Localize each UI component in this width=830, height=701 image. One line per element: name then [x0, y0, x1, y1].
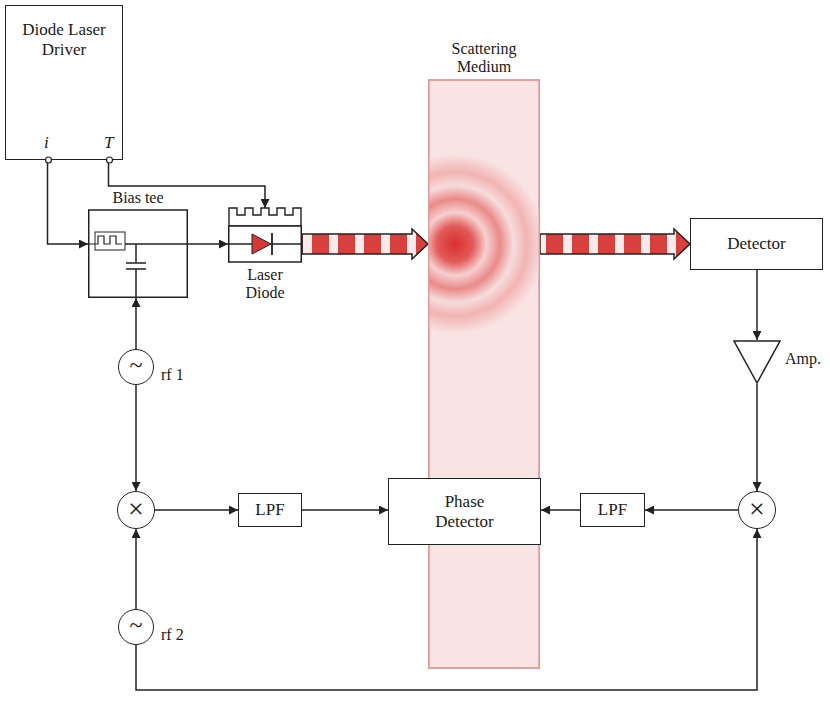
- rf-source: ~rf 1: [118, 349, 154, 385]
- lowpass-filter: LPF: [238, 493, 302, 527]
- shape-outline: [428, 40, 540, 670]
- component-label: Laser Diode: [228, 266, 302, 301]
- bias-tee: Bias tee: [88, 188, 188, 298]
- pin-label: i: [44, 133, 49, 153]
- signal-wire: [135, 529, 137, 609]
- laser-diode: Laser Diode: [228, 204, 302, 316]
- box-title: Diode Laser Driver: [6, 20, 122, 59]
- component-label: Amp.: [785, 350, 821, 368]
- mixer-symbol: ×: [749, 495, 765, 523]
- shape-outline: [733, 340, 781, 384]
- laser-beam-arrow: [540, 229, 690, 259]
- mixer-circle: ×: [738, 491, 776, 529]
- signal-wire: [135, 385, 137, 491]
- signal-wire: [756, 270, 758, 340]
- source-label: rf 2: [161, 626, 184, 644]
- box-label: LPF: [598, 500, 627, 520]
- signal-wire: [188, 243, 228, 245]
- box-heading: Bias tee: [88, 189, 188, 207]
- signal-wire: [155, 509, 238, 511]
- laser-beam-arrow: [302, 229, 428, 259]
- signal-wire: [135, 298, 137, 349]
- driver-box: Diode Laser Driver i T: [5, 5, 123, 160]
- rf-source: ~rf 2: [118, 609, 154, 645]
- sine-symbol: ~: [130, 353, 143, 377]
- mixer-circle: ×: [117, 491, 155, 529]
- pin-label: T: [104, 133, 113, 153]
- signal-wire: [645, 509, 738, 511]
- mixer-symbol: ×: [128, 495, 144, 523]
- box-label: Phase Detector: [420, 492, 510, 531]
- amplifier-triangle: Amp.: [733, 340, 781, 384]
- source-label: rf 1: [161, 366, 184, 384]
- scattering-medium: Scattering Medium: [428, 40, 540, 670]
- detector-box: Detector: [690, 218, 823, 270]
- signal-wire: [756, 384, 758, 491]
- signal-wire: [48, 162, 89, 244]
- box-label: LPF: [255, 500, 284, 520]
- signal-wire: [302, 509, 388, 511]
- region-label: Scattering Medium: [428, 40, 540, 75]
- box-label: Detector: [727, 234, 786, 254]
- lowpass-filter: LPF: [580, 493, 645, 527]
- signal-wire: [541, 509, 580, 511]
- phase-detector: Phase Detector: [388, 478, 541, 545]
- sine-symbol: ~: [130, 613, 143, 637]
